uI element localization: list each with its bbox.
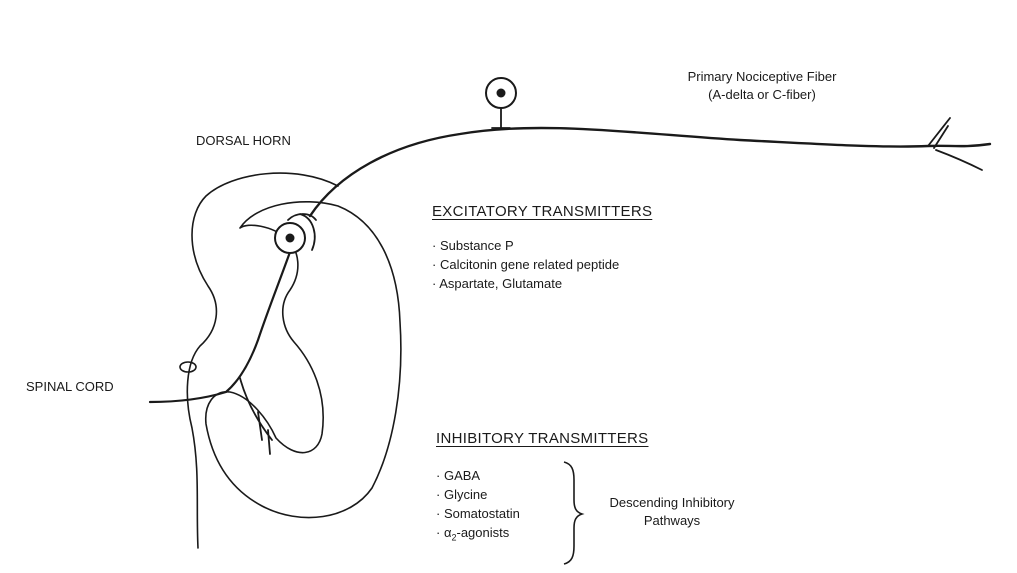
inhibitory-brace — [563, 461, 585, 565]
list-item: Somatostatin — [436, 504, 520, 523]
list-item: Aspartate, Glutamate — [432, 274, 619, 293]
fiber-terminal-branches — [927, 117, 983, 171]
pathway-line1: Descending Inhibitory — [609, 495, 735, 510]
excitatory-list: Substance P Calcitonin gene related pept… — [432, 236, 619, 293]
pathway-line2: Pathways — [643, 513, 701, 528]
fiber-label-line1: Primary Nociceptive Fiber — [687, 69, 837, 84]
list-item: GABA — [436, 466, 520, 485]
list-item: Calcitonin gene related peptide — [432, 255, 619, 274]
synapse-arcs — [287, 213, 317, 251]
descending-pathways-label: Descending Inhibitory Pathways — [592, 494, 752, 530]
list-item: Substance P — [432, 236, 619, 255]
list-item: Glycine — [436, 485, 520, 504]
excitatory-heading: EXCITATORY TRANSMITTERS — [432, 203, 653, 220]
dorsal-horn-label: DORSAL HORN — [196, 133, 291, 148]
inhibitory-list: GABA Glycine Somatostatin α2-agonists — [436, 466, 520, 548]
fiber-label: Primary Nociceptive Fiber (A-delta or C-… — [642, 68, 882, 104]
spinal-cord-label: SPINAL CORD — [26, 379, 114, 394]
fiber-label-line2: (A-delta or C-fiber) — [708, 87, 816, 102]
dorsal-horn-outline — [205, 200, 402, 519]
dorsal-horn-nucleus — [285, 233, 295, 243]
list-item-alpha-agonists: α2-agonists — [436, 523, 520, 548]
alpha-symbol: α — [443, 525, 452, 540]
ganglion-nucleus — [496, 88, 506, 98]
ganglion-stalk — [491, 106, 511, 129]
spinal-cord-outline — [186, 172, 339, 549]
second-order-neuron — [148, 250, 292, 404]
central-canal — [179, 361, 197, 373]
alpha-subscript: 2 — [451, 532, 457, 543]
inhibitory-heading: INHIBITORY TRANSMITTERS — [436, 430, 649, 447]
neuron-branch-lower — [239, 377, 273, 455]
alpha-rest: -agonists — [456, 525, 510, 540]
